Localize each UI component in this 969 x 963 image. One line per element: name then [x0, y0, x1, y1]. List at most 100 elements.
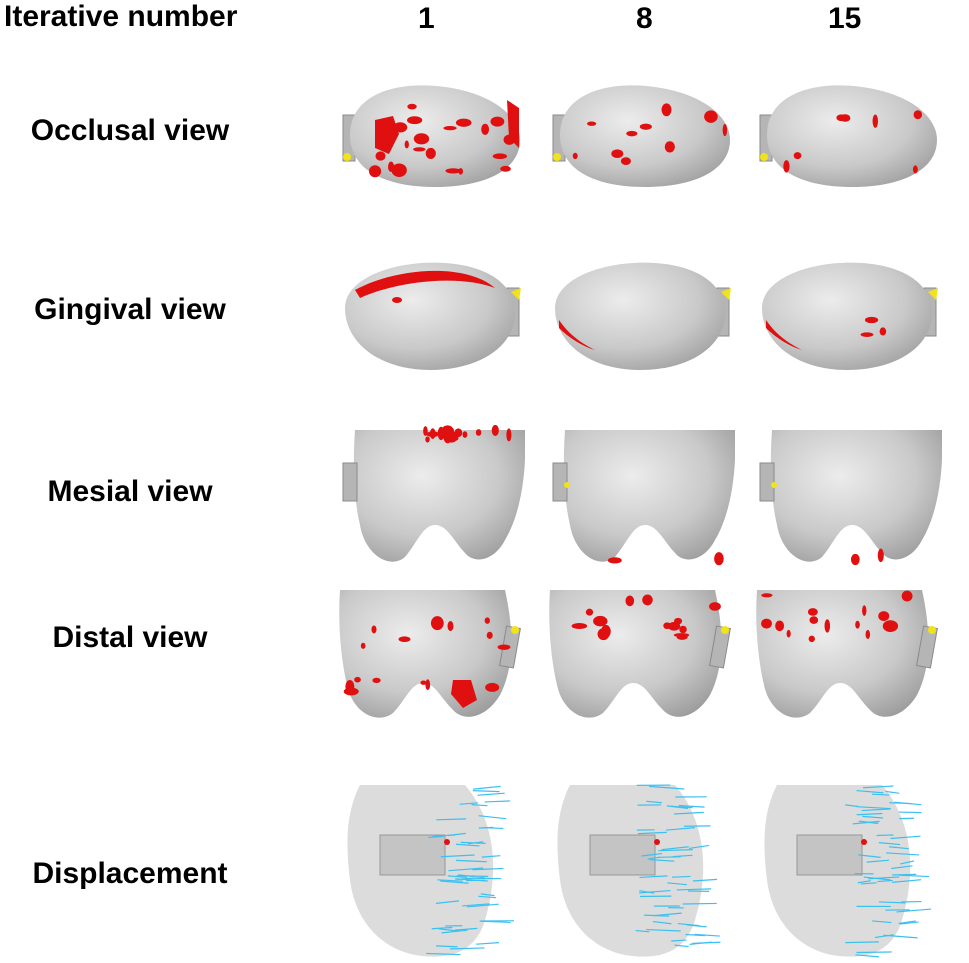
stress-region — [458, 168, 464, 175]
bracket — [796, 834, 863, 876]
displacement-arrow — [477, 792, 505, 796]
stress-region — [391, 163, 407, 178]
tooth-root-side — [762, 262, 932, 370]
displacement-arrow — [877, 879, 893, 883]
marker-point — [861, 839, 867, 845]
bracket — [379, 834, 446, 876]
displacement-arrow — [658, 856, 681, 858]
stress-region — [714, 552, 724, 566]
stress-region — [878, 611, 890, 622]
stress-region — [506, 428, 512, 442]
displacement-arrow — [455, 843, 480, 847]
stress-region — [862, 605, 867, 616]
distal-svg — [339, 590, 521, 718]
stress-region — [407, 116, 423, 125]
displacement-arrow — [872, 920, 892, 924]
displacement-arrow — [480, 893, 495, 897]
column-header-1: 1 — [418, 2, 435, 35]
displacement-arrow — [652, 920, 672, 925]
displacement-arrow — [639, 890, 655, 894]
displacement-arrow — [454, 927, 478, 931]
displacement-arrow — [900, 921, 919, 925]
stress-region — [445, 431, 458, 443]
displacement-arrow — [478, 895, 497, 899]
stress-region — [761, 593, 773, 598]
displacement-arrow — [692, 878, 718, 882]
stress-region — [445, 168, 461, 174]
stress-region — [864, 316, 879, 324]
displacement-arrow — [646, 928, 681, 932]
displacement-arrow — [438, 928, 459, 932]
displacement-arrow — [861, 808, 890, 812]
stress-region — [368, 165, 382, 178]
stress-region — [371, 625, 377, 634]
displacement-arrow — [646, 800, 662, 804]
bracket — [342, 462, 358, 502]
stress-region — [872, 114, 879, 128]
row-label-gingival: Gingival view — [34, 293, 226, 326]
displacement-arrow — [450, 947, 485, 950]
row-label-displacement: Displacement — [32, 857, 228, 890]
displacement-arrow — [860, 882, 877, 885]
stress-region — [775, 620, 785, 632]
displacement-arrow — [876, 834, 894, 837]
stress-hotspot — [771, 482, 777, 488]
stress-region — [481, 123, 490, 135]
displacement-arrow — [890, 835, 921, 840]
stress-region — [462, 431, 468, 438]
stress-region — [597, 628, 610, 641]
displacement-arrow — [673, 811, 704, 815]
displacement-image-iter-15 — [752, 780, 942, 960]
stress-region — [587, 121, 597, 126]
stress-region — [808, 635, 815, 643]
displacement-arrow — [435, 900, 460, 904]
stress-region — [611, 149, 624, 159]
stress-region — [430, 616, 444, 631]
displacement-arrow — [845, 804, 859, 808]
column-header-8: 8 — [636, 2, 653, 35]
displacement-arrow — [671, 875, 691, 878]
displacement-arrow — [456, 875, 489, 877]
displacement-arrow — [868, 876, 900, 880]
stress-region — [375, 151, 386, 161]
occlusal-image-iter-1 — [335, 75, 525, 225]
bracket — [552, 462, 568, 502]
displacement-arrow — [472, 867, 504, 871]
stress-region — [879, 327, 887, 336]
displacement-arrow — [435, 945, 458, 948]
displacement-arrow — [447, 875, 468, 879]
occlusal-image-iter-8 — [545, 75, 735, 225]
stress-region — [722, 123, 728, 137]
displacement-arrow — [892, 873, 917, 876]
stress-region — [354, 676, 361, 683]
marker-point — [654, 839, 660, 845]
stress-region — [447, 620, 454, 632]
displacement-arrow — [688, 844, 710, 850]
displacement-arrow — [862, 815, 884, 819]
displacement-arrow — [639, 875, 668, 879]
displacement-arrow — [644, 914, 670, 917]
tooth-crown — [770, 430, 942, 562]
displacement-arrow — [891, 865, 913, 870]
stress-region — [413, 147, 426, 152]
stress-region — [807, 608, 818, 616]
displacement-arrow — [428, 835, 444, 839]
row-label-occlusal: Occlusal view — [30, 114, 230, 147]
tooth-crown — [563, 430, 735, 562]
displacement-arrow — [671, 939, 687, 942]
displacement-arrow — [689, 941, 712, 945]
displacement-arrow — [885, 790, 900, 794]
displacement-svg — [557, 784, 721, 957]
gingival-svg — [555, 262, 731, 370]
stress-region — [475, 429, 482, 436]
stress-hotspot — [928, 626, 936, 634]
stress-region — [425, 147, 436, 159]
stress-region — [507, 100, 519, 148]
stress-region — [345, 679, 355, 694]
displacement-arrow — [883, 934, 918, 939]
displacement-arrow — [856, 789, 884, 794]
tooth-crown — [767, 85, 937, 187]
displacement-arrow — [866, 859, 890, 863]
stress-region — [398, 636, 411, 643]
displacement-arrow — [635, 929, 650, 933]
